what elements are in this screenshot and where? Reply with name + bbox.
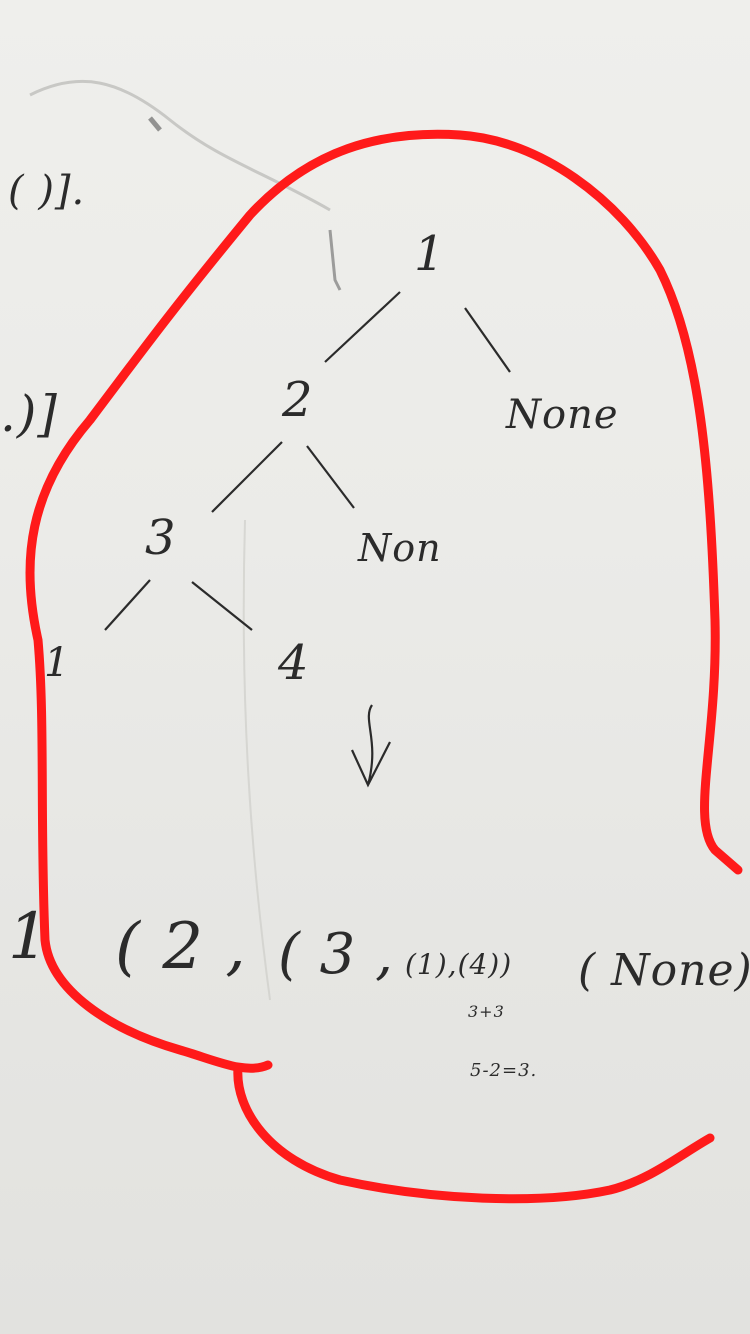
tree-node-right: None xyxy=(506,392,619,438)
tree-edge xyxy=(191,581,253,631)
tree-edge xyxy=(104,579,151,631)
tree-edge xyxy=(324,291,401,363)
pencil-smudge xyxy=(328,229,342,291)
pencil-smudge xyxy=(29,79,331,212)
tree-node-left: 2 xyxy=(282,372,314,428)
tree-leaf-a: 1 xyxy=(44,640,71,686)
margin-mark-top: ( )]. xyxy=(8,168,86,214)
arrow-down-icon xyxy=(350,704,391,788)
tree-leaf-b: 4 xyxy=(278,635,310,691)
expression-one: 1 xyxy=(8,900,50,974)
tree-node-left-left: 3 xyxy=(145,510,177,566)
tree-edge xyxy=(306,445,355,509)
marker-loop xyxy=(25,129,743,1204)
expression-three: ( 3 , xyxy=(278,922,394,987)
tree-edge xyxy=(464,307,511,373)
paper-crease xyxy=(242,519,271,1001)
margin-mark-middle: .)] xyxy=(0,385,58,443)
note-sum: 3+3 xyxy=(468,1002,505,1021)
tree-node-root: 1 xyxy=(414,226,446,282)
pencil-smudge xyxy=(148,116,162,132)
note-calc: 5-2=3. xyxy=(470,1060,538,1081)
expression-two: ( 2 , xyxy=(115,910,247,984)
tree-node-left-right: Non xyxy=(358,526,442,570)
expression-none-group: ( None) xyxy=(578,945,750,996)
expression-inner: (1),(4)) xyxy=(405,948,513,981)
tree-edge xyxy=(211,441,283,513)
